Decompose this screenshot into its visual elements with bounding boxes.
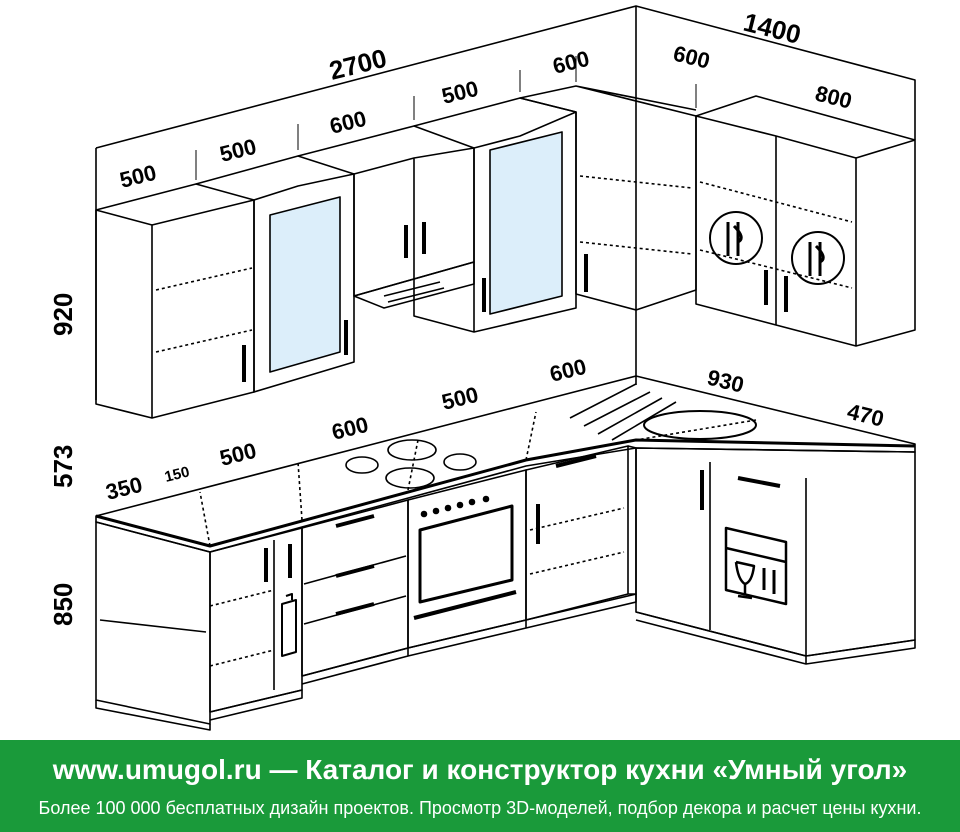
- fork-knife-icon-1: [726, 222, 743, 256]
- wine-glass-icon: [734, 560, 756, 600]
- dim-upper-left-1: 500: [117, 160, 159, 193]
- kitchen-drawing: 2700 1400 500 500 600 500 600 600 800 92…: [48, 5, 916, 731]
- dim-height-upper: 920: [48, 293, 78, 336]
- lower-bottle-handles: [264, 544, 292, 582]
- countertop: [95, 375, 916, 553]
- upper-right-cabinets: [695, 95, 916, 347]
- dim-lower-470: 470: [845, 399, 887, 432]
- dim-lower-930: 930: [705, 365, 747, 398]
- oven-knob-4: [456, 501, 464, 509]
- dim-lower-350: 350: [103, 472, 145, 505]
- dim-upper-left-3: 600: [327, 106, 369, 139]
- upper-cabinet-4-glass: [489, 131, 563, 315]
- dim-lower-150: 150: [163, 463, 191, 486]
- plinth: [95, 593, 916, 731]
- bottle-icon: [281, 593, 297, 657]
- oven-door: [418, 504, 514, 604]
- banner-headline: Каталог и конструктор кухни «Умный угол»: [305, 754, 908, 785]
- lower-cabinet-left: [95, 521, 211, 725]
- lower-corner-cabinet: [525, 445, 637, 621]
- burner-3: [385, 467, 435, 489]
- oven-knob-1: [420, 510, 428, 518]
- dim-upper-left-4: 500: [439, 76, 481, 109]
- burner-2: [387, 439, 437, 461]
- banner-separator: —: [269, 754, 298, 785]
- dim-lower-500b: 500: [439, 382, 481, 415]
- dish-plate-icon: [762, 568, 776, 594]
- cutlery-emblem-2: [791, 231, 845, 285]
- dimension-guides: [95, 56, 916, 200]
- dim-top-total-right: 1400: [741, 7, 804, 50]
- banner-subline: Более 100 000 бесплатных дизайн проектов…: [38, 798, 922, 818]
- dim-lower-600-corner: 600: [547, 354, 589, 387]
- dim-upper-corner-b: 600: [671, 41, 713, 74]
- upper-cabinet-2-glass: [269, 196, 341, 373]
- dim-height-gap: 573: [48, 445, 78, 488]
- drawer-handles: [335, 514, 375, 616]
- lower-right-handles: [700, 470, 781, 510]
- upper-corner-cabinet: [519, 85, 697, 311]
- dim-upper-corner-a: 600: [550, 46, 592, 79]
- dim-lower-600: 600: [329, 412, 371, 445]
- sink-bowl: [643, 410, 757, 440]
- lower-cabinet-left-shelves: [209, 589, 275, 667]
- lower-drawer-unit: [301, 499, 409, 677]
- fork-knife-icon-2: [808, 242, 825, 276]
- lower-corner-handles: [536, 454, 597, 544]
- upper-corner-shelves: [579, 175, 693, 255]
- upper-right-shelves: [699, 181, 853, 289]
- lower-right-cabinets: [635, 447, 916, 657]
- sink-drainer: [569, 383, 677, 441]
- dishwasher-panel: [724, 526, 788, 606]
- dim-upper-left-2: 500: [217, 134, 259, 167]
- oven-handle: [413, 590, 517, 620]
- dim-top-total-left: 2700: [326, 43, 389, 86]
- upper-cabinet-1-shelves: [155, 267, 253, 353]
- promo-banner: www.umugol.ru — Каталог и конструктор ку…: [0, 740, 960, 832]
- upper-right-handles: [764, 270, 788, 312]
- oven-knob-2: [432, 507, 440, 515]
- countertop-seams: [199, 411, 757, 547]
- oven-knob-6: [482, 495, 490, 503]
- range-hood-vents: [383, 281, 445, 303]
- burner-1: [345, 456, 379, 474]
- lower-corner-shelves: [529, 507, 625, 575]
- dim-upper-right: 800: [813, 81, 855, 114]
- dim-height-lower: 850: [48, 583, 78, 626]
- oven-knob-5: [468, 498, 476, 506]
- cutlery-emblem-1: [709, 211, 763, 265]
- site-url-link[interactable]: www.umugol.ru: [52, 754, 262, 785]
- upper-cabinet-1: [95, 183, 255, 419]
- banner-headline-line: www.umugol.ru — Каталог и конструктор ку…: [0, 754, 960, 786]
- oven-knob-3: [444, 504, 452, 512]
- upper-cabinet-3-handles: [404, 222, 426, 258]
- dim-lower-500a: 500: [217, 438, 259, 471]
- oven-unit: [407, 469, 527, 649]
- burner-4: [443, 453, 477, 471]
